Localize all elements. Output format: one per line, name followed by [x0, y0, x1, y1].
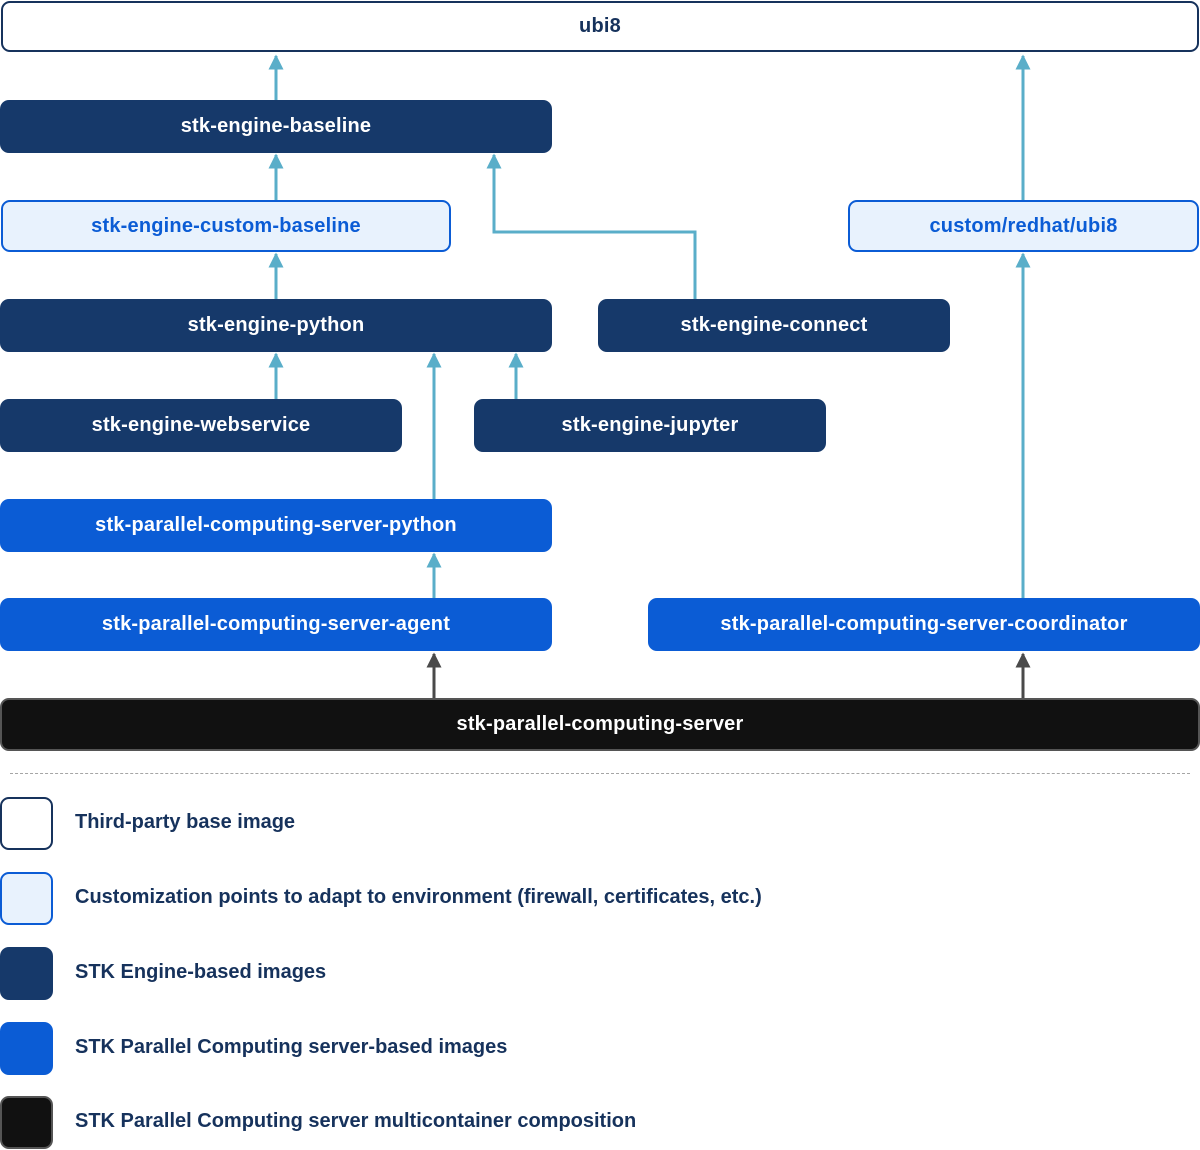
- legend-label-pcs: STK Parallel Computing server-based imag…: [75, 1036, 508, 1058]
- arrow-connect-to-baseline: [486, 153, 697, 300]
- legend-swatch-pcs: [0, 1022, 53, 1075]
- node-stk-engine-baseline: stk-engine-baseline: [0, 100, 552, 153]
- legend-swatch-third-party: [0, 797, 53, 850]
- legend-swatch-engine: [0, 947, 53, 1000]
- node-pcs-coordinator: stk-parallel-computing-server-coordinato…: [648, 598, 1200, 651]
- legend-label-third-party: Third-party base image: [75, 811, 296, 833]
- node-ubi8: ubi8: [1, 1, 1199, 52]
- node-pcs-python: stk-parallel-computing-server-python: [0, 499, 552, 552]
- legend-label-custom: Customization points to adapt to environ…: [75, 886, 762, 908]
- node-pcs-agent: stk-parallel-computing-server-agent: [0, 598, 552, 651]
- node-stk-engine-webservice: stk-engine-webservice: [0, 399, 402, 452]
- legend-swatch-custom: [0, 872, 53, 925]
- legend-divider: [10, 773, 1190, 774]
- legend-swatch-composition: [0, 1096, 53, 1149]
- node-stk-engine-python: stk-engine-python: [0, 299, 552, 352]
- node-stk-engine-custom-baseline: stk-engine-custom-baseline: [1, 200, 451, 252]
- legend-label-composition: STK Parallel Computing server multiconta…: [75, 1110, 637, 1132]
- node-custom-redhat-ubi8: custom/redhat/ubi8: [848, 200, 1199, 252]
- node-stk-engine-connect: stk-engine-connect: [598, 299, 950, 352]
- legend-label-engine: STK Engine-based images: [75, 961, 327, 983]
- node-pcs-composition: stk-parallel-computing-server: [0, 698, 1200, 751]
- node-stk-engine-jupyter: stk-engine-jupyter: [474, 399, 826, 452]
